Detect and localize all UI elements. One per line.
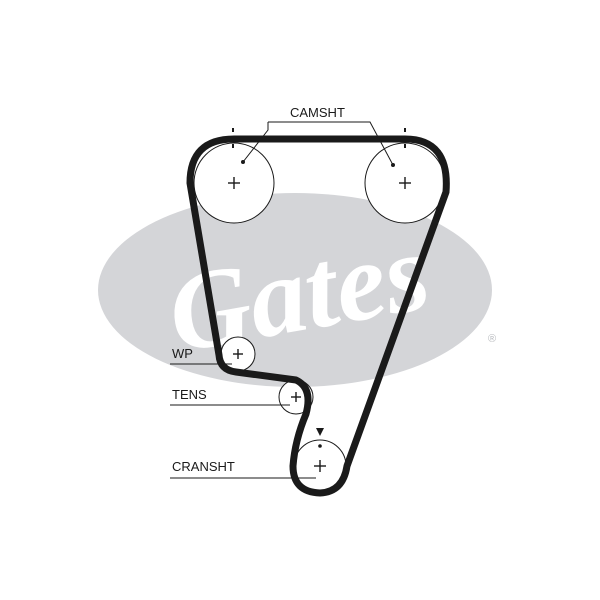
plus-icon [233, 349, 243, 359]
timing-belt [186, 135, 450, 497]
plus-icon [291, 392, 301, 402]
plus-icon [399, 177, 411, 189]
crankshaft-timing-arrow-icon [316, 428, 324, 436]
timing-marks [232, 128, 406, 448]
crankshaft-dot [318, 444, 322, 448]
camshaft-leader-left [242, 122, 269, 163]
labels: CAMSHT WP TENS CRANSHT [172, 105, 345, 474]
tensioner-label: TENS [172, 387, 207, 402]
crankshaft-label: CRANSHT [172, 459, 235, 474]
camshaft-leader-right [268, 121, 394, 166]
plus-icon [228, 177, 240, 189]
water-pump-label: WP [172, 346, 193, 361]
leader-lines [170, 121, 394, 479]
plus-icon [314, 460, 326, 472]
pulley-center-crosses [228, 177, 411, 472]
camshaft-label: CAMSHT [290, 105, 345, 120]
registered-mark: ® [488, 333, 496, 345]
